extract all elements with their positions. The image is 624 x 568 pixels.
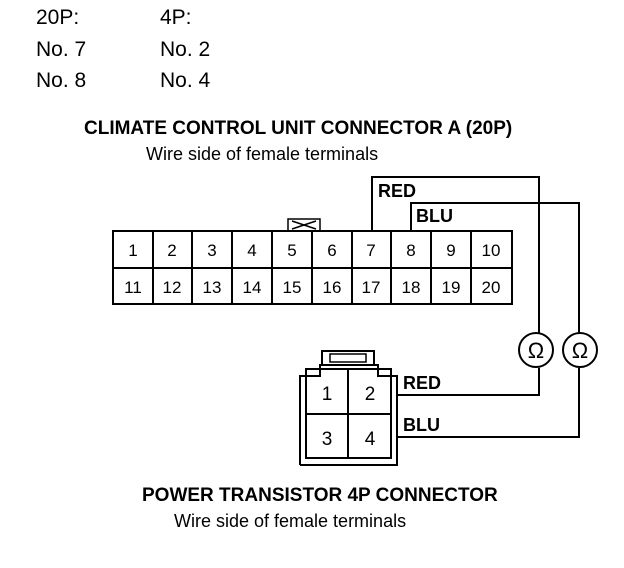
terminal-15: 15 xyxy=(283,278,302,297)
connector-b-lock-tab-inner xyxy=(329,353,367,363)
terminal-b-3: 3 xyxy=(322,429,333,450)
terminal-16: 16 xyxy=(323,278,342,297)
pin-4p-row-2: No. 4 xyxy=(160,69,211,92)
terminal-2: 2 xyxy=(167,241,176,260)
terminal-3: 3 xyxy=(207,241,216,260)
wire-blu-a xyxy=(410,202,580,333)
terminal-13: 13 xyxy=(203,278,222,297)
terminal-20: 20 xyxy=(482,278,501,297)
wire-red-a xyxy=(371,176,540,333)
pin-20p-row-2: No. 8 xyxy=(36,69,87,92)
ohmmeter-1 xyxy=(518,332,554,368)
terminal-6: 6 xyxy=(327,241,336,260)
terminal-11: 11 xyxy=(124,278,142,297)
ohm-icon-2: Ω xyxy=(572,338,588,363)
wire-label-red-bottom: RED xyxy=(403,373,442,393)
terminal-12: 12 xyxy=(163,278,182,297)
connector-a-terminals: 1 2 3 4 5 6 7 8 9 10 11 12 13 14 15 16 1… xyxy=(124,241,500,297)
terminal-5: 5 xyxy=(287,241,296,260)
terminal-7: 7 xyxy=(366,241,375,260)
header-4p: 4P: xyxy=(160,6,192,29)
terminal-19: 19 xyxy=(442,278,461,297)
terminal-1: 1 xyxy=(128,241,137,260)
terminal-18: 18 xyxy=(402,278,421,297)
ohm-icon-1: Ω xyxy=(528,338,544,363)
terminal-b-1: 1 xyxy=(322,384,333,405)
connector-a-lock-tab xyxy=(287,218,321,232)
pin-20p-row-1: No. 7 xyxy=(36,38,87,61)
pin-4p-row-1: No. 2 xyxy=(160,38,211,61)
connector-b-title: POWER TRANSISTOR 4P CONNECTOR xyxy=(142,485,498,506)
wire-label-red-top: RED xyxy=(378,181,417,201)
wire-label-blu-bottom: BLU xyxy=(403,415,440,435)
ohmmeter-2 xyxy=(562,332,598,368)
terminal-17: 17 xyxy=(362,278,381,297)
terminal-14: 14 xyxy=(243,278,262,297)
terminal-10: 10 xyxy=(482,241,501,260)
terminal-9: 9 xyxy=(446,241,455,260)
terminal-b-2: 2 xyxy=(365,384,376,405)
terminal-b-4: 4 xyxy=(365,429,376,450)
connector-b-terminals: 1 2 3 4 xyxy=(322,384,376,450)
terminal-4: 4 xyxy=(247,241,256,260)
header-20p: 20P: xyxy=(36,6,80,29)
wire-red-b xyxy=(397,368,540,396)
connector-a-subtitle: Wire side of female terminals xyxy=(146,144,379,164)
terminal-8: 8 xyxy=(406,241,415,260)
connector-a-title: CLIMATE CONTROL UNIT CONNECTOR A (20P) xyxy=(84,118,513,139)
wire-blu-b xyxy=(397,368,580,438)
wire-label-blu-top: BLU xyxy=(416,206,453,226)
connector-b-subtitle: Wire side of female terminals xyxy=(174,511,407,531)
